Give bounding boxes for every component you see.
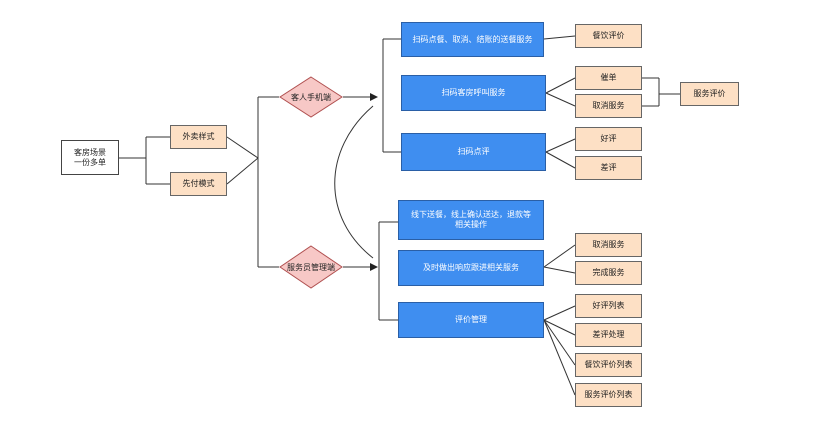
leaf-negative-review: 差评: [575, 156, 642, 180]
guest-service-order-label: 扫码点餐、取消、结账的送餐服务: [412, 34, 533, 44]
leaf-complete-service-label: 完成服务: [592, 268, 625, 277]
staff-service-response-label: 及时做出响应跟进相关服务: [423, 263, 519, 272]
mode-prepay-node: 先付模式: [170, 172, 227, 196]
leaf-negative-handling: 差评处理: [575, 323, 642, 347]
mode-prepay-label: 先付模式: [182, 179, 215, 188]
leaf-urge-order-label: 催单: [600, 73, 617, 82]
guest-service-order: 扫码点餐、取消、结账的送餐服务: [401, 22, 544, 57]
leaf-negative-handling-label: 差评处理: [592, 330, 625, 339]
leaf-cancel-service-guest: 取消服务: [575, 94, 642, 118]
role-guest-diamond: 客人手机端: [279, 76, 343, 118]
leaf-cancel-service-staff: 取消服务: [575, 233, 642, 257]
guest-service-call-label: 扫码客房呼叫服务: [441, 88, 506, 97]
leaf-cancel-service-staff-label: 取消服务: [592, 240, 625, 249]
leaf-food-review: 餐饮评价: [575, 24, 642, 48]
mode-takeout-node: 外卖样式: [170, 125, 227, 149]
guest-service-review: 扫码点评: [401, 133, 546, 171]
leaf-cancel-service-guest-label: 取消服务: [592, 101, 625, 110]
root-node: 客房场景 一份多单: [61, 140, 119, 175]
leaf-service-review-list: 服务评价列表: [575, 383, 642, 407]
role-staff-diamond: 服务员管理端: [279, 245, 343, 289]
leaf-food-review-list: 餐饮评价列表: [575, 353, 642, 377]
guest-service-call: 扫码客房呼叫服务: [401, 75, 546, 111]
staff-service-review-manage-label: 评价管理: [455, 315, 487, 324]
leaf-food-review-label: 餐饮评价: [592, 31, 625, 40]
leaf-negative-review-label: 差评: [600, 163, 617, 172]
leaf-service-review-list-label: 服务评价列表: [584, 390, 633, 399]
role-staff-label: 服务员管理端: [287, 262, 335, 272]
staff-service-delivery: 线下送餐，线上确认送达，退款等相关操作: [398, 200, 544, 240]
leaf-positive-review-label: 好评: [600, 134, 617, 143]
staff-service-delivery-label: 线下送餐，线上确认送达，退款等相关操作: [411, 210, 531, 229]
staff-service-review-manage: 评价管理: [398, 302, 544, 338]
leaf-service-review-label: 服务评价: [693, 89, 726, 98]
leaf-service-review: 服务评价: [680, 82, 739, 106]
leaf-urge-order: 催单: [575, 66, 642, 90]
staff-service-response: 及时做出响应跟进相关服务: [398, 250, 544, 286]
leaf-positive-review: 好评: [575, 127, 642, 151]
leaf-positive-list: 好评列表: [575, 294, 642, 318]
guest-service-review-label: 扫码点评: [457, 147, 490, 156]
leaf-complete-service: 完成服务: [575, 261, 642, 285]
mode-takeout-label: 外卖样式: [182, 132, 215, 141]
leaf-food-review-list-label: 餐饮评价列表: [584, 360, 633, 369]
role-guest-label: 客人手机端: [291, 92, 331, 102]
root-label: 客房场景 一份多单: [74, 147, 106, 167]
leaf-positive-list-label: 好评列表: [592, 301, 625, 310]
